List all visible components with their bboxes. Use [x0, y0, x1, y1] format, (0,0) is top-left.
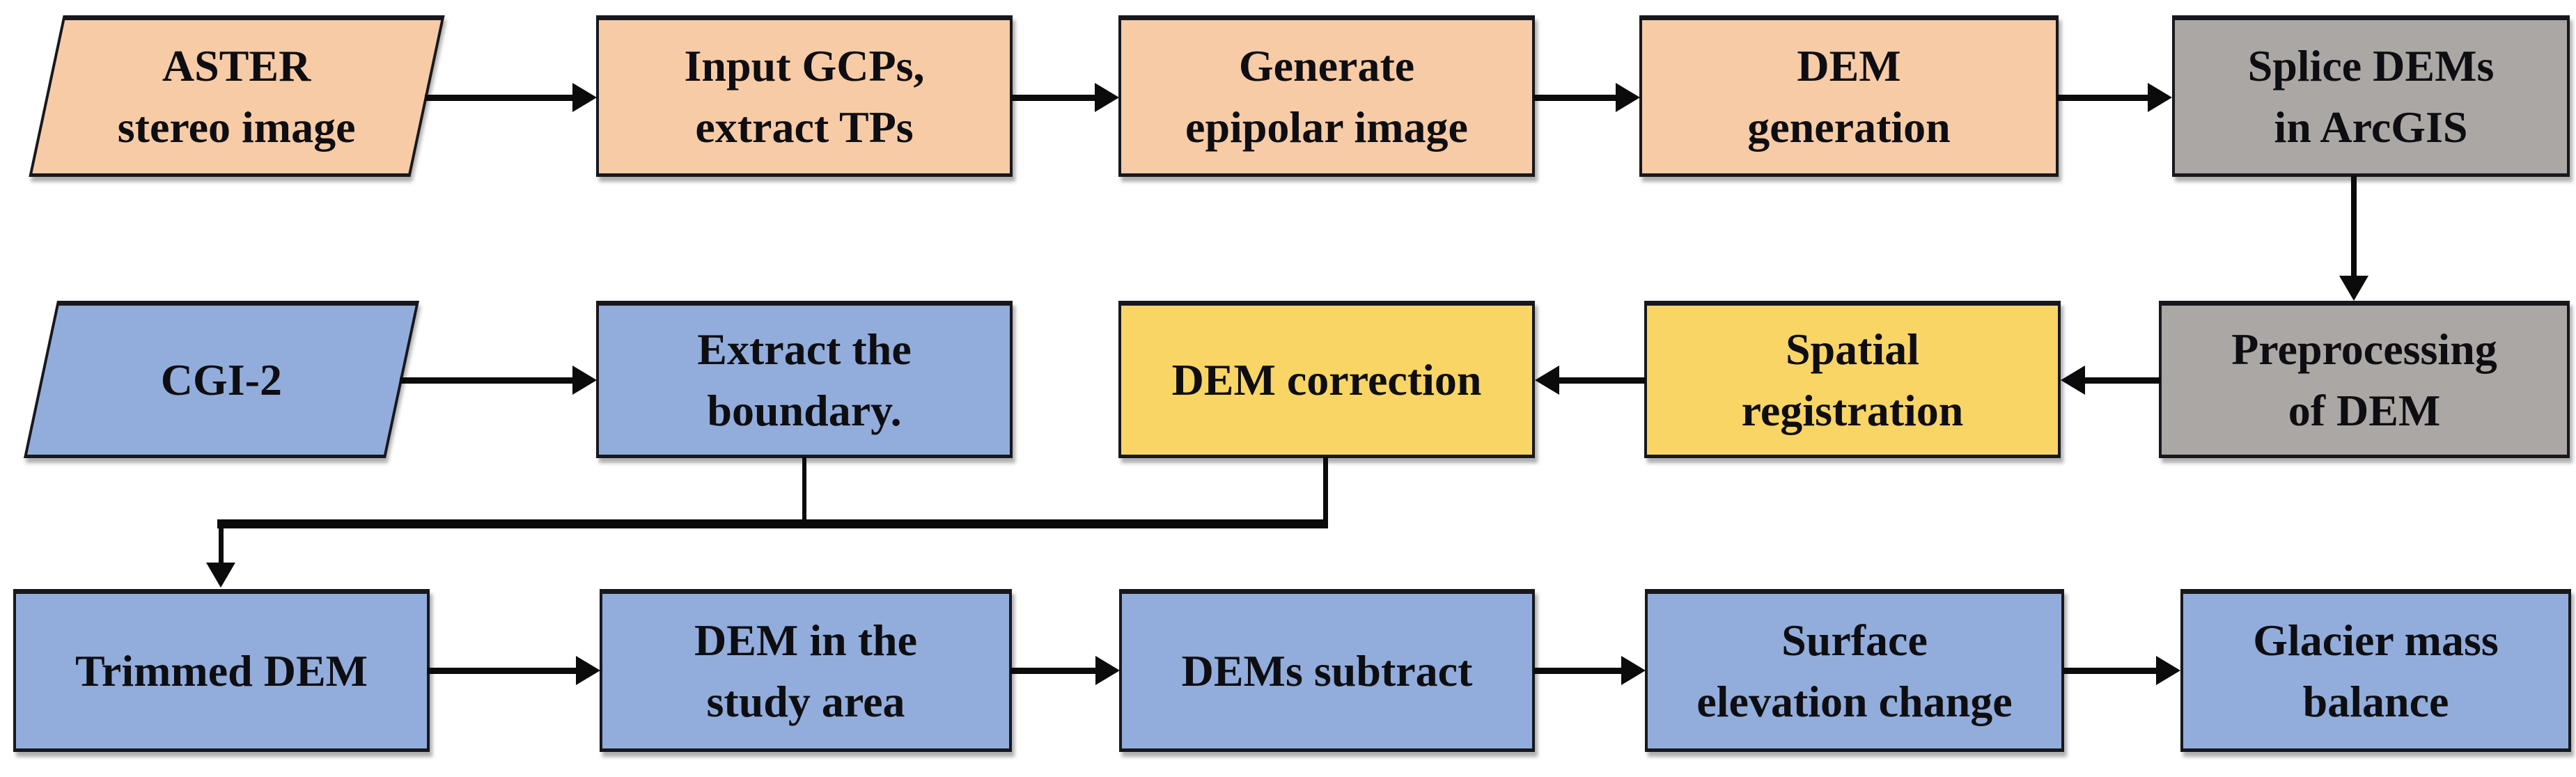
node-label: Surface elevation change: [1696, 610, 2012, 733]
node-label-line: of DEM: [2288, 386, 2441, 435]
node-label-line: epipolar image: [1185, 102, 1468, 152]
node-label-line: generation: [1747, 102, 1951, 152]
node-dem-in-the-study-area: DEM in the study area: [600, 589, 1012, 752]
node-cgi-2: CGI-2: [23, 301, 420, 458]
arrow-spatial-to-dem-correction-head: [1535, 366, 1559, 395]
node-dem-generation: DEM generation: [1639, 15, 2059, 177]
arrow-dem-generation-to-splice-dems: [2057, 95, 2149, 101]
node-label: ASTER stereo image: [118, 36, 356, 159]
arrow-aster-to-input-gcps-head: [572, 83, 597, 112]
node-label-line: elevation change: [1696, 677, 2013, 726]
arrow-trimmed-dem-to-dem-study-area-head: [576, 656, 600, 685]
node-label: CGI-2: [161, 350, 282, 411]
node-generate-epipolar-image: Generate epipolar image: [1118, 15, 1535, 177]
connector-dem-correction-drop: [1323, 457, 1328, 524]
node-label: DEMs subtract: [1182, 641, 1473, 702]
node-label-line: Splice DEMs: [2247, 40, 2495, 91]
arrow-splice-dems-to-preprocessing: [2351, 175, 2357, 277]
node-label-line: stereo image: [117, 102, 356, 152]
arrow-merge-to-trimmed-dem-head: [206, 563, 235, 588]
node-label-line: boundary.: [707, 386, 902, 435]
arrow-trimmed-dem-to-dem-study-area: [427, 668, 577, 674]
arrow-surface-elevation-to-glacier-mass-head: [2156, 656, 2180, 685]
node-label-line: DEM: [1797, 40, 1901, 91]
node-label-line: Preprocessing: [2231, 324, 2497, 374]
node-input-gcps-extract-tps: Input GCPs, extract TPs: [596, 15, 1013, 177]
node-label-line: DEMs subtract: [1181, 645, 1473, 696]
node-label-line: registration: [1741, 386, 1964, 435]
node-label: Extract the boundary.: [697, 319, 911, 442]
node-aster-stereo-image: ASTER stereo image: [29, 15, 445, 177]
node-surface-elevation-change: Surface elevation change: [1645, 589, 2064, 752]
arrow-generate-epipolar-to-dem-generation: [1533, 95, 1617, 101]
node-label-line: DEM correction: [1171, 354, 1482, 405]
node-label: Trimmed DEM: [75, 641, 368, 702]
arrow-splice-dems-to-preprocessing-head: [2339, 276, 2368, 301]
node-dem-correction: DEM correction: [1118, 301, 1535, 458]
arrow-generate-epipolar-to-dem-generation-head: [1616, 83, 1640, 112]
node-label: Input GCPs, extract TPs: [685, 36, 925, 159]
node-label-line: ASTER: [162, 40, 311, 91]
node-label-line: Generate: [1238, 40, 1415, 91]
node-label: Glacier mass balance: [2253, 610, 2499, 733]
arrow-merge-to-trimmed-dem: [219, 527, 224, 564]
node-label-line: CGI-2: [160, 354, 282, 405]
node-label: DEM in the study area: [694, 610, 917, 733]
arrow-dem-generation-to-splice-dems-head: [2148, 83, 2172, 112]
node-label-line: balance: [2302, 677, 2449, 726]
arrow-dems-subtract-to-surface-elevation: [1533, 668, 1623, 674]
arrow-surface-elevation-to-glacier-mass: [2063, 668, 2157, 674]
node-label-line: in ArcGIS: [2274, 102, 2468, 152]
node-label-line: Spatial: [1785, 324, 1920, 374]
node-label-line: study area: [706, 677, 905, 726]
node-label-line: Input GCPs,: [684, 40, 925, 91]
node-trimmed-dem: Trimmed DEM: [13, 589, 430, 752]
node-label: Spatial registration: [1742, 319, 1964, 442]
connector-merge-horizontal: [217, 519, 1328, 528]
arrow-dem-study-area-to-dems-subtract: [1010, 668, 1097, 674]
node-label: DEM correction: [1172, 350, 1482, 411]
node-label-line: Trimmed DEM: [75, 645, 368, 696]
arrow-input-gcps-to-generate-epipolar-head: [1095, 83, 1119, 112]
node-glacier-mass-balance: Glacier mass balance: [2180, 589, 2571, 752]
node-label: Splice DEMs in ArcGIS: [2248, 36, 2495, 159]
node-label-line: Glacier mass: [2253, 615, 2499, 665]
node-label: Preprocessing of DEM: [2231, 319, 2497, 442]
node-splice-dems-in-arcgis: Splice DEMs in ArcGIS: [2172, 15, 2570, 177]
arrow-dems-subtract-to-surface-elevation-head: [1621, 656, 1646, 685]
arrow-cgi2-to-extract-boundary: [400, 377, 574, 384]
arrow-preprocessing-to-spatial-head: [2061, 366, 2085, 395]
node-dems-subtract: DEMs subtract: [1119, 589, 1535, 752]
node-label: DEM generation: [1747, 36, 1951, 159]
node-spatial-registration: Spatial registration: [1644, 301, 2061, 458]
arrow-aster-to-input-gcps: [425, 95, 574, 101]
connector-extract-boundary-drop: [802, 457, 806, 525]
node-extract-the-boundary: Extract the boundary.: [596, 301, 1013, 458]
arrow-cgi2-to-extract-boundary-head: [572, 366, 597, 395]
node-label-line: Extract the: [697, 324, 912, 374]
node-label-line: DEM in the: [694, 615, 917, 665]
node-preprocessing-of-dem: Preprocessing of DEM: [2159, 301, 2570, 458]
node-label-line: extract TPs: [695, 102, 914, 152]
arrow-preprocessing-to-spatial: [2084, 377, 2160, 384]
arrow-spatial-to-dem-correction: [1558, 377, 1646, 384]
node-label: Generate epipolar image: [1185, 36, 1468, 159]
node-label-line: Surface: [1781, 615, 1928, 665]
arrow-input-gcps-to-generate-epipolar: [1011, 95, 1096, 101]
arrow-dem-study-area-to-dems-subtract-head: [1095, 656, 1120, 685]
